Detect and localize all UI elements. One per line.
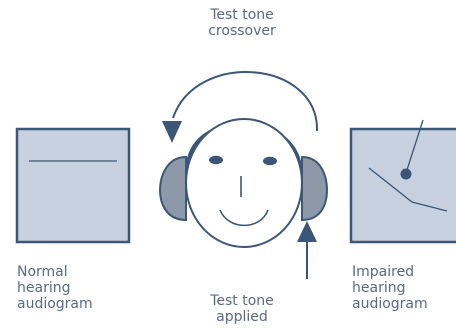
right-eye xyxy=(263,156,277,166)
impaired-audiogram-pointer xyxy=(405,119,424,174)
right-earcup xyxy=(301,155,329,222)
impaired-audiogram-dot xyxy=(400,168,412,180)
label-normal-hearing-audiogram: Normal hearing audiogram xyxy=(17,264,93,312)
normal-audiogram-box xyxy=(15,127,131,244)
applied-arrowhead xyxy=(297,221,317,242)
normal-audiogram xyxy=(15,127,131,244)
impaired-audiogram-box xyxy=(349,127,456,244)
label-test-tone-crossover: Test tone crossover xyxy=(208,7,276,39)
impaired-audiogram xyxy=(349,119,456,244)
crossover-arrowhead xyxy=(162,121,182,143)
left-eye xyxy=(209,155,223,165)
label-test-tone-applied: Test tone applied xyxy=(210,293,274,325)
applied-arrow xyxy=(297,221,317,279)
face xyxy=(185,118,303,248)
crossover-arrow xyxy=(162,71,319,143)
label-impaired-hearing-audiogram: Impaired hearing audiogram xyxy=(352,264,428,312)
impaired-audiogram-curve xyxy=(368,167,448,212)
left-earcup xyxy=(158,155,187,222)
mouth xyxy=(219,209,269,227)
listener-head xyxy=(158,118,329,248)
